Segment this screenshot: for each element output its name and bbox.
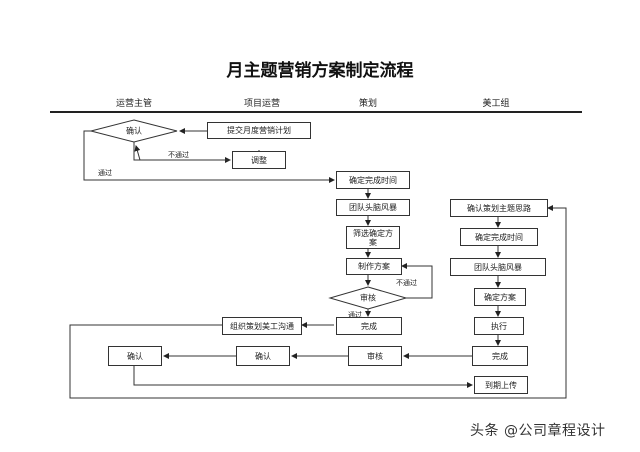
select-plan-box: 筛选确定方案 [346,226,400,249]
organize-communication-box: 组织策划美工沟通 [222,317,302,335]
complete-box-planning: 完成 [336,317,402,335]
header-divider [50,111,582,113]
confirm-box-left: 确认 [108,346,162,366]
confirm-plan-art-box: 确定方案 [474,288,526,306]
confirm-decision-top: 确认 [126,126,142,136]
edge-label-pass-mid: 通过 [348,311,362,319]
edge-label-not-pass-mid: 不通过 [396,279,417,287]
execute-box: 执行 [474,317,524,335]
lane-header-art-team: 美工组 [482,99,510,109]
team-brainstorm-box: 团队头脑风暴 [336,199,410,216]
lane-header-ops-manager: 运营主管 [115,99,153,109]
review-box-bottom: 审核 [348,346,402,366]
team-brainstorm-art-box: 团队头脑风暴 [450,258,546,276]
edge-label-not-pass-top: 不通过 [168,151,189,159]
page-title: 月主题营销方案制定流程 [226,61,414,81]
confirm-completion-time-box: 确定完成时间 [336,171,410,189]
make-plan-box: 制作方案 [346,258,402,275]
confirm-box-mid: 确认 [236,346,290,366]
lane-header-project-ops: 项目运营 [243,99,281,109]
review-decision: 审核 [360,293,376,303]
watermark: 头条 @公司章程设计 [470,423,606,439]
lane-header-planning: 策划 [358,99,378,109]
submit-monthly-plan-box: 提交月度营销计划 [207,122,311,139]
adjust-box: 调整 [232,151,286,169]
confirm-completion-time-art-box: 确定完成时间 [460,228,538,246]
complete-box-art: 完成 [472,346,528,366]
upload-on-due-box: 到期上传 [474,376,528,394]
confirm-theme-idea-box: 确认策划主题思路 [450,199,548,217]
edge-label-pass-top: 通过 [98,169,112,177]
